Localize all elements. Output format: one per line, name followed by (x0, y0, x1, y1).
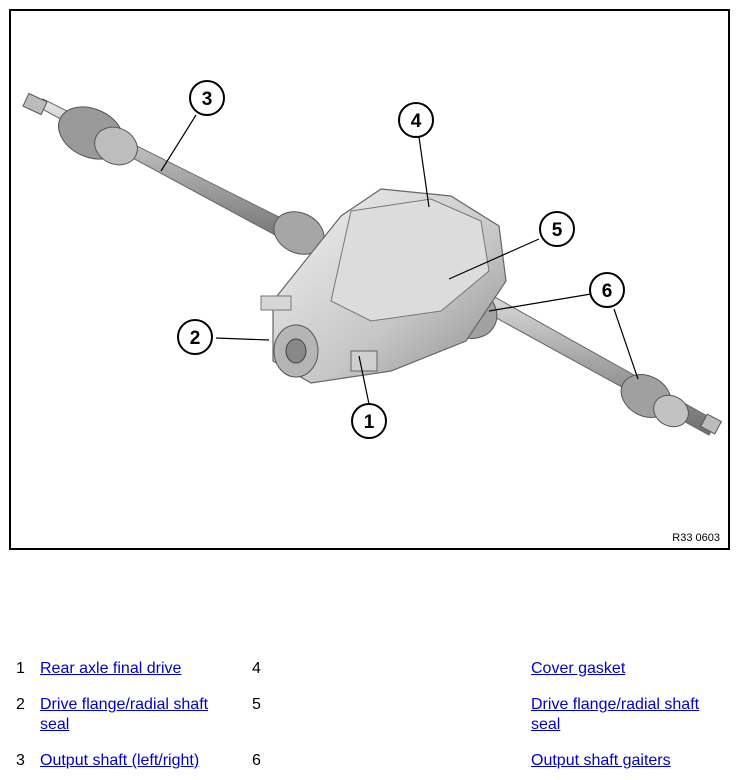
legend-number: 2 (16, 696, 25, 713)
callout-6: 6 (589, 272, 625, 308)
diagram-figure: 3 4 5 6 2 1 R33 0603 (9, 9, 730, 550)
callout-3: 3 (189, 80, 225, 116)
callout-4: 4 (398, 102, 434, 138)
legend-number: 1 (16, 660, 25, 677)
legend-link-output-shaft-gaiters[interactable]: Output shaft gaiters (531, 752, 671, 769)
legend-number: 4 (252, 660, 261, 677)
callout-2: 2 (177, 319, 213, 355)
svg-text:3: 3 (202, 89, 213, 110)
axle-illustration: 3 4 5 6 2 1 (22, 80, 723, 439)
legend-link-drive-flange-seal[interactable]: Drive flange/radial shaft seal (40, 696, 209, 733)
final-drive-housing (260, 188, 507, 384)
figure-code: R33 0603 (672, 532, 720, 544)
legend-link-output-shaft[interactable]: Output shaft (left/right) (40, 752, 200, 769)
svg-text:4: 4 (411, 111, 422, 132)
legend-link-drive-flange-seal-2[interactable]: Drive flange/radial shaft seal (531, 696, 700, 733)
legend-link-cover-gasket[interactable]: Cover gasket (531, 660, 626, 677)
leader-lines (160, 114, 639, 405)
legend-link-rear-axle-final-drive[interactable]: Rear axle final drive (40, 660, 182, 677)
legend-number: 6 (252, 752, 261, 769)
svg-text:1: 1 (364, 412, 375, 433)
left-output-shaft (22, 92, 325, 255)
callout-1: 1 (351, 403, 387, 439)
svg-text:6: 6 (602, 281, 613, 302)
svg-text:5: 5 (552, 220, 563, 241)
legend-number: 5 (252, 696, 261, 713)
svg-text:2: 2 (190, 328, 201, 349)
legend-number: 3 (16, 752, 25, 769)
callout-5: 5 (539, 211, 575, 247)
